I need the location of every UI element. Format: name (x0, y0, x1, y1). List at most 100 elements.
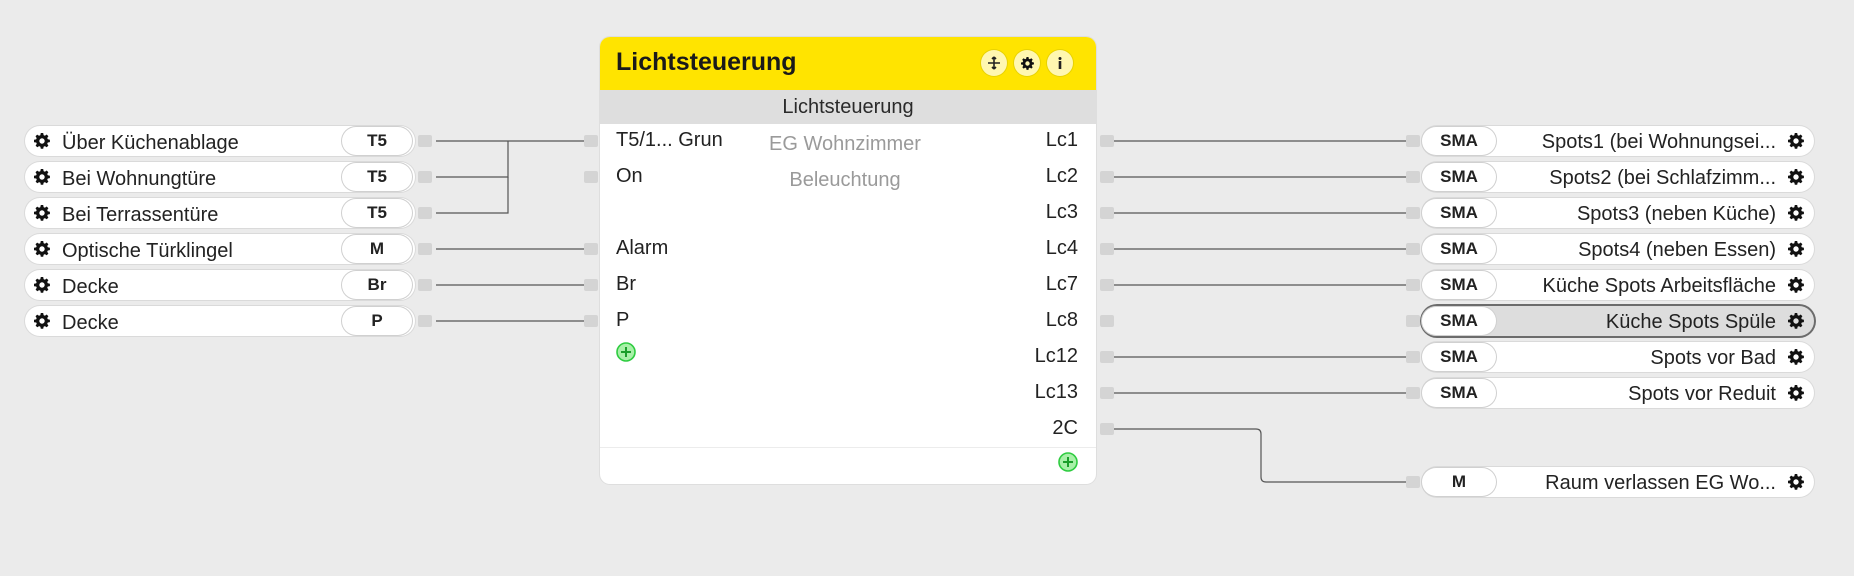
gear-icon[interactable] (1788, 349, 1804, 365)
input-object[interactable]: Bei Terrassentüre T5 (25, 198, 415, 228)
output-type-badge: M (1422, 468, 1496, 496)
object-port[interactable] (418, 135, 432, 147)
block-output-port[interactable] (1100, 243, 1114, 255)
object-port[interactable] (1406, 207, 1420, 219)
gear-icon[interactable] (1788, 205, 1804, 221)
output-object[interactable]: SMA Spots2 (bei Schlafzimm... (1422, 162, 1814, 192)
gear-icon[interactable] (34, 313, 50, 329)
object-port[interactable] (1406, 135, 1420, 147)
output-type-badge: SMA (1422, 199, 1496, 227)
output-type-badge: SMA (1422, 379, 1496, 407)
object-port[interactable] (418, 243, 432, 255)
info-icon[interactable] (1047, 50, 1073, 76)
block-input-label: T5/1... Grun (616, 129, 723, 151)
block-output-port[interactable] (1100, 387, 1114, 399)
output-type-badge: SMA (1422, 343, 1496, 371)
object-port[interactable] (418, 315, 432, 327)
output-object-selected[interactable]: SMA Küche Spots Spüle (1422, 306, 1814, 336)
input-object[interactable]: Über Küchenablage T5 (25, 126, 415, 156)
block-output-port[interactable] (1100, 135, 1114, 147)
block-output-port[interactable] (1100, 279, 1114, 291)
block-input-port[interactable] (584, 279, 598, 291)
output-object[interactable]: SMA Spots3 (neben Küche) (1422, 198, 1814, 228)
object-port[interactable] (1406, 315, 1420, 327)
input-type-badge: T5 (342, 199, 412, 227)
block-output-label: Lc13 (1034, 381, 1078, 403)
object-port[interactable] (1406, 171, 1420, 183)
input-label: Decke (62, 276, 119, 298)
block-title: Lichtsteuerung (616, 48, 797, 76)
output-label: Spots1 (bei Wohnungsei... (1541, 131, 1776, 153)
input-object[interactable]: Optische Türklingel M (25, 234, 415, 264)
input-type-badge: P (342, 307, 412, 335)
move-icon[interactable] (981, 50, 1007, 76)
gear-icon[interactable] (34, 277, 50, 293)
gear-icon[interactable] (34, 241, 50, 257)
output-label: Spots3 (neben Küche) (1576, 203, 1776, 225)
block-output-label: Lc12 (1034, 345, 1078, 367)
input-object[interactable]: Bei Wohnungtüre T5 (25, 162, 415, 192)
gear-icon[interactable] (1788, 313, 1804, 329)
block-input-port[interactable] (584, 243, 598, 255)
lichtsteuerung-block[interactable]: Lichtsteuerung Lichtsteuerung T5/1... Gr… (600, 37, 1096, 484)
gear-icon[interactable] (34, 169, 50, 185)
output-object[interactable]: SMA Küche Spots Arbeitsfläche (1422, 270, 1814, 300)
block-output-label: 2C (1052, 417, 1078, 439)
object-port[interactable] (1406, 351, 1420, 363)
block-output-port[interactable] (1100, 315, 1114, 327)
gear-icon[interactable] (1788, 277, 1804, 293)
output-object[interactable]: SMA Spots4 (neben Essen) (1422, 234, 1814, 264)
add-input-icon[interactable] (615, 341, 637, 363)
block-subtitle: Lichtsteuerung (600, 90, 1096, 124)
gear-icon[interactable] (1788, 474, 1804, 490)
block-input-port[interactable] (584, 315, 598, 327)
output-label: Spots vor Reduit (1628, 383, 1776, 405)
output-label: Raum verlassen EG Wo... (1545, 472, 1776, 494)
gear-icon[interactable] (34, 205, 50, 221)
gear-icon[interactable] (1788, 133, 1804, 149)
block-header[interactable]: Lichtsteuerung (600, 37, 1096, 90)
gear-icon[interactable] (1788, 385, 1804, 401)
output-type-badge: SMA (1422, 307, 1496, 335)
object-port[interactable] (1406, 279, 1420, 291)
output-label: Spots2 (bei Schlafzimm... (1549, 167, 1776, 189)
block-category: Beleuchtung (789, 169, 901, 191)
gear-icon[interactable] (1788, 241, 1804, 257)
input-object[interactable]: Decke Br (25, 270, 415, 300)
object-port[interactable] (1406, 387, 1420, 399)
input-type-badge: T5 (342, 163, 412, 191)
object-port[interactable] (418, 207, 432, 219)
block-room: EG Wohnzimmer (769, 133, 921, 155)
input-label: Optische Türklingel (62, 240, 233, 262)
block-divider (600, 447, 1096, 448)
input-type-badge: T5 (342, 127, 412, 155)
output-type-badge: SMA (1422, 127, 1496, 155)
block-output-port[interactable] (1100, 423, 1114, 435)
gear-icon[interactable] (1788, 169, 1804, 185)
block-output-port[interactable] (1100, 207, 1114, 219)
block-output-port[interactable] (1100, 171, 1114, 183)
block-output-port[interactable] (1100, 351, 1114, 363)
output-object[interactable]: SMA Spots vor Bad (1422, 342, 1814, 372)
object-port[interactable] (418, 171, 432, 183)
output-label: Spots vor Bad (1650, 347, 1776, 369)
gear-icon[interactable] (1014, 50, 1040, 76)
output-object[interactable]: SMA Spots1 (bei Wohnungsei... (1422, 126, 1814, 156)
block-input-port[interactable] (584, 135, 598, 147)
add-output-icon[interactable] (1057, 451, 1079, 473)
output-type-badge: SMA (1422, 235, 1496, 263)
output-object[interactable]: SMA Spots vor Reduit (1422, 378, 1814, 408)
block-input-label: On (616, 165, 643, 187)
wire-input-2 (436, 141, 509, 178)
block-output-label: Lc2 (1045, 165, 1078, 187)
object-port[interactable] (1406, 243, 1420, 255)
object-port[interactable] (418, 279, 432, 291)
block-input-port[interactable] (584, 171, 598, 183)
block-output-label: Lc7 (1045, 273, 1078, 295)
gear-icon[interactable] (34, 133, 50, 149)
wire-input-3 (436, 177, 509, 214)
input-object[interactable]: Decke P (25, 306, 415, 336)
object-port[interactable] (1406, 476, 1420, 488)
output-object[interactable]: M Raum verlassen EG Wo... (1422, 467, 1814, 497)
